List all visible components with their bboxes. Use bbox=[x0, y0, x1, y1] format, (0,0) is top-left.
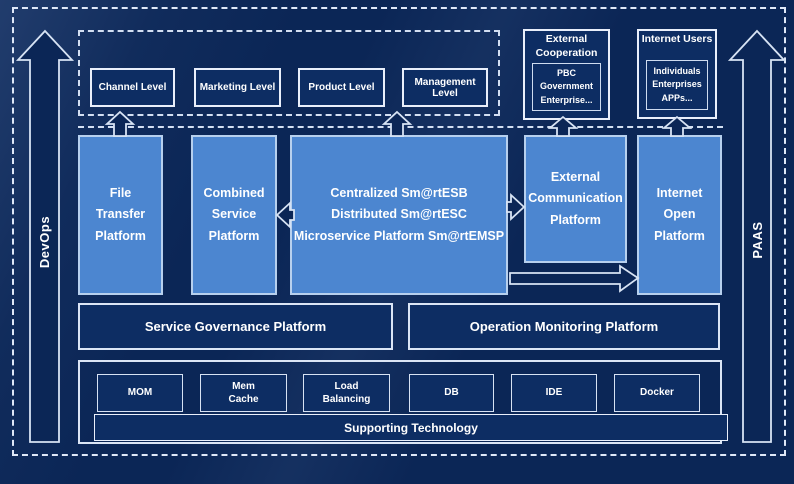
external-cooperation-members-box: PBC Government Enterprise... bbox=[532, 63, 601, 111]
product-level-box: Product Level bbox=[298, 68, 385, 107]
mom-box: MOM bbox=[97, 374, 183, 412]
docker-box: Docker bbox=[614, 374, 700, 412]
internet-users-members-box: Individuals Enterprises APPs... bbox=[646, 60, 708, 110]
external-cooperation-title: External Cooperation bbox=[535, 33, 598, 59]
supporting-technology-container bbox=[78, 360, 722, 444]
levels-separator-dashed-line bbox=[78, 126, 723, 128]
internet-users-title: Internet Users bbox=[641, 33, 713, 45]
load-balancing-box: Load Balancing bbox=[303, 374, 390, 412]
file-transfer-platform-box: File Transfer Platform bbox=[78, 135, 163, 295]
supporting-technology-bar: Supporting Technology bbox=[94, 414, 728, 441]
internet-open-platform-box: Internet Open Platform bbox=[637, 135, 722, 295]
ide-box: IDE bbox=[511, 374, 597, 412]
esb-platform-box: Centralized Sm@rtESB Distributed Sm@rtES… bbox=[290, 135, 508, 295]
mem-cache-box: Mem Cache bbox=[200, 374, 287, 412]
channel-level-box: Channel Level bbox=[90, 68, 175, 107]
db-box: DB bbox=[409, 374, 494, 412]
business-levels-dashed-group bbox=[78, 30, 500, 116]
service-governance-platform-box: Service Governance Platform bbox=[78, 303, 393, 350]
operation-monitoring-platform-box: Operation Monitoring Platform bbox=[408, 303, 720, 350]
management-level-box: Management Level bbox=[402, 68, 488, 107]
internet-users-group: Internet Users Individuals Enterprises A… bbox=[637, 29, 717, 119]
external-cooperation-group: External Cooperation PBC Government Ente… bbox=[523, 29, 610, 120]
combined-service-platform-box: Combined Service Platform bbox=[191, 135, 277, 295]
external-communication-platform-box: External Communication Platform bbox=[524, 135, 627, 263]
marketing-level-box: Marketing Level bbox=[194, 68, 281, 107]
